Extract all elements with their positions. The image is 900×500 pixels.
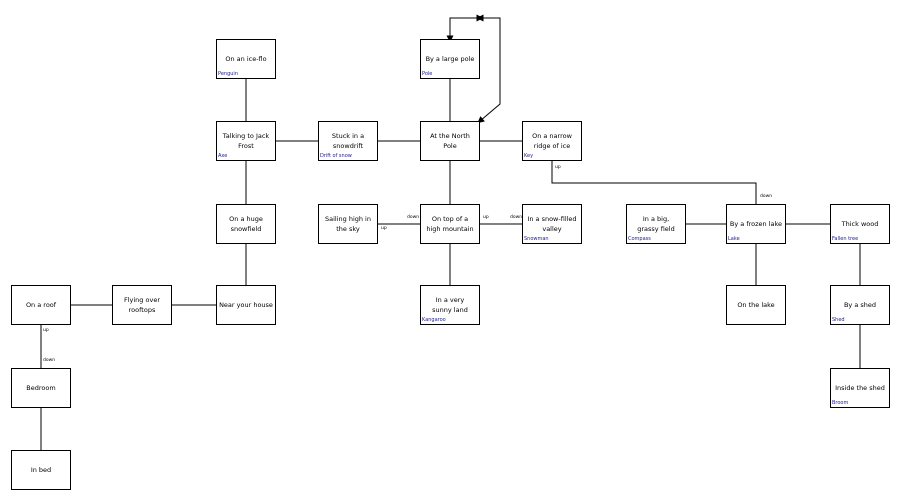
room-item: Pole bbox=[422, 71, 433, 77]
room-item: Fallen tree bbox=[832, 236, 859, 242]
edge-label-sky-up: up bbox=[381, 226, 387, 231]
room-frozen-lake[interactable]: By a frozen lake Lake bbox=[726, 204, 786, 244]
room-title: On a narrow ridge of ice bbox=[532, 132, 572, 150]
room-title: In a snow-filled valley bbox=[527, 215, 577, 233]
room-item: Axe bbox=[218, 153, 228, 159]
room-shed[interactable]: By a shed Shed bbox=[830, 285, 890, 325]
room-jack-frost[interactable]: Talking to Jack Frost Axe bbox=[216, 121, 276, 161]
room-on-lake[interactable]: On the lake bbox=[726, 285, 786, 325]
room-title: Bedroom bbox=[26, 384, 56, 392]
room-valley[interactable]: In a snow-filled valley Snowman bbox=[522, 204, 582, 244]
room-item: Penguin bbox=[218, 71, 238, 77]
room-item: Compass bbox=[628, 236, 651, 242]
edge-label-valley-down: down bbox=[510, 215, 523, 220]
room-title: On top of a high mountain bbox=[426, 215, 474, 233]
room-title: In a big, grassy field bbox=[637, 215, 675, 233]
room-roof[interactable]: On a roof bbox=[11, 285, 71, 325]
edge-loop-left bbox=[446, 14, 484, 43]
room-ice-flo[interactable]: On an ice-flo Penguin bbox=[216, 39, 276, 79]
room-item: Broom bbox=[832, 400, 849, 406]
room-north-pole[interactable]: At the North Pole bbox=[420, 121, 480, 161]
room-item: Key bbox=[524, 153, 534, 159]
room-title: On a roof bbox=[25, 301, 57, 309]
room-sky[interactable]: Sailing high in the sky bbox=[318, 204, 378, 244]
room-item: Drift of snow bbox=[320, 153, 352, 159]
edge-ridge-lake bbox=[551, 161, 757, 204]
room-title: Flying over rooftops bbox=[123, 296, 160, 314]
room-inside-shed[interactable]: Inside the shed Broom bbox=[830, 368, 890, 408]
edge-label-mountain-up: up bbox=[483, 215, 489, 220]
room-title: Thick wood bbox=[841, 220, 879, 228]
room-title: Near your house bbox=[219, 301, 273, 309]
room-large-pole[interactable]: By a large pole Pole bbox=[420, 39, 480, 79]
room-near-house[interactable]: Near your house bbox=[216, 285, 276, 325]
room-snowfield[interactable]: On a huge snowfield bbox=[216, 204, 276, 244]
edge-label-sky-down: down bbox=[407, 215, 420, 220]
room-title: At the North Pole bbox=[430, 132, 470, 150]
room-title: By a large pole bbox=[425, 55, 475, 63]
room-bedroom[interactable]: Bedroom bbox=[11, 368, 71, 408]
room-thick-wood[interactable]: Thick wood Fallen tree bbox=[830, 204, 890, 244]
room-mountain[interactable]: On top of a high mountain bbox=[420, 204, 480, 244]
room-item: Shed bbox=[832, 317, 845, 323]
room-title: Sailing high in the sky bbox=[324, 215, 371, 233]
room-title: By a shed bbox=[843, 301, 877, 309]
room-item: Lake bbox=[728, 236, 740, 242]
edge-label-lake-down: down bbox=[760, 194, 773, 199]
room-grassy-field[interactable]: In a big, grassy field Compass bbox=[626, 204, 686, 244]
room-title: On the lake bbox=[737, 301, 775, 309]
room-title: In bed bbox=[30, 466, 52, 474]
room-item: Kangaroo bbox=[422, 317, 446, 323]
room-title: On a huge snowfield bbox=[229, 215, 263, 233]
edge-loop-right bbox=[476, 14, 501, 124]
room-item: Snowman bbox=[524, 236, 549, 242]
edge-label-roof-up: up bbox=[43, 328, 49, 333]
room-title: On an ice-flo bbox=[225, 55, 267, 63]
room-title: Inside the shed bbox=[835, 384, 885, 392]
room-title: Talking to Jack Frost bbox=[222, 132, 270, 150]
room-ice-ridge[interactable]: On a narrow ridge of ice Key bbox=[522, 121, 582, 161]
room-title: Stuck in a snowdrift bbox=[331, 132, 365, 150]
edge-label-bedroom-down: down bbox=[43, 358, 56, 363]
edge-label-ridge-up: up bbox=[555, 165, 561, 170]
room-sunny-land[interactable]: In a very sunny land Kangaroo bbox=[420, 285, 480, 325]
room-snowdrift[interactable]: Stuck in a snowdrift Drift of snow bbox=[318, 121, 378, 161]
room-rooftops[interactable]: Flying over rooftops bbox=[112, 285, 172, 325]
room-title: By a frozen lake bbox=[729, 220, 783, 228]
room-title: In a very sunny land bbox=[432, 296, 468, 314]
room-in-bed[interactable]: In bed bbox=[11, 450, 71, 490]
